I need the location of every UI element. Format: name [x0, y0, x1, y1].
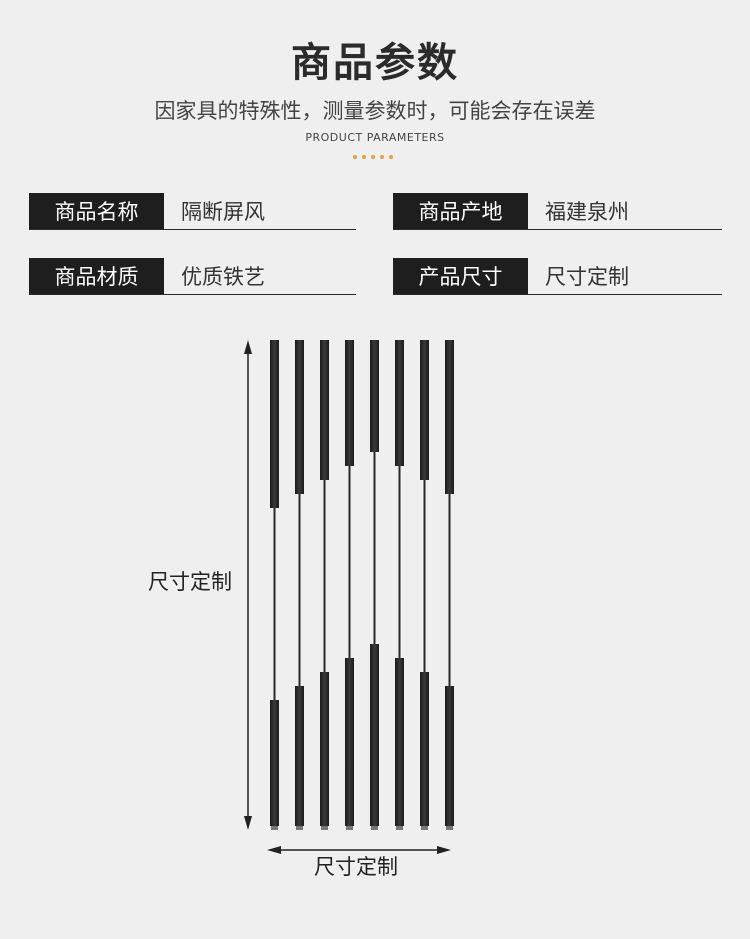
screen-bar: [445, 340, 454, 830]
width-dimension-label: 尺寸定制: [314, 855, 398, 879]
screen-bar: [370, 340, 379, 830]
param-label: 商品产地: [393, 193, 528, 229]
param-row-origin: 商品产地 福建泉州: [393, 193, 722, 230]
param-row-name: 商品名称 隔断屏风: [29, 193, 356, 230]
dot: [353, 155, 357, 159]
decorative-dots: [353, 155, 393, 159]
product-diagram: [244, 340, 454, 854]
page-subtitle: 因家具的特殊性，测量参数时，可能会存在误差: [154, 99, 596, 123]
height-dimension-label: 尺寸定制: [148, 570, 232, 594]
english-title: PRODUCT PARAMETERS: [305, 131, 445, 144]
param-value: 隔断屏风: [181, 200, 265, 224]
screen-bar: [295, 340, 304, 830]
param-label: 产品尺寸: [393, 258, 528, 294]
screen-bar: [420, 340, 429, 830]
param-value: 优质铁艺: [181, 265, 265, 289]
dot: [371, 155, 375, 159]
dot: [380, 155, 384, 159]
screen-bars: [270, 340, 454, 830]
dot: [362, 155, 366, 159]
height-dimension-arrow: [244, 340, 252, 830]
param-value: 尺寸定制: [545, 265, 629, 289]
screen-bar: [345, 340, 354, 830]
param-row-size: 产品尺寸 尺寸定制: [393, 258, 722, 295]
page-title: 商品参数: [291, 40, 459, 86]
width-dimension-arrow: [267, 846, 451, 854]
screen-bar: [320, 340, 329, 830]
param-label: 商品材质: [29, 258, 164, 294]
param-value: 福建泉州: [545, 200, 629, 224]
screen-bar: [270, 340, 279, 830]
screen-bar: [395, 340, 404, 830]
param-row-material: 商品材质 优质铁艺: [29, 258, 356, 295]
dot: [389, 155, 393, 159]
param-label: 商品名称: [29, 193, 164, 229]
